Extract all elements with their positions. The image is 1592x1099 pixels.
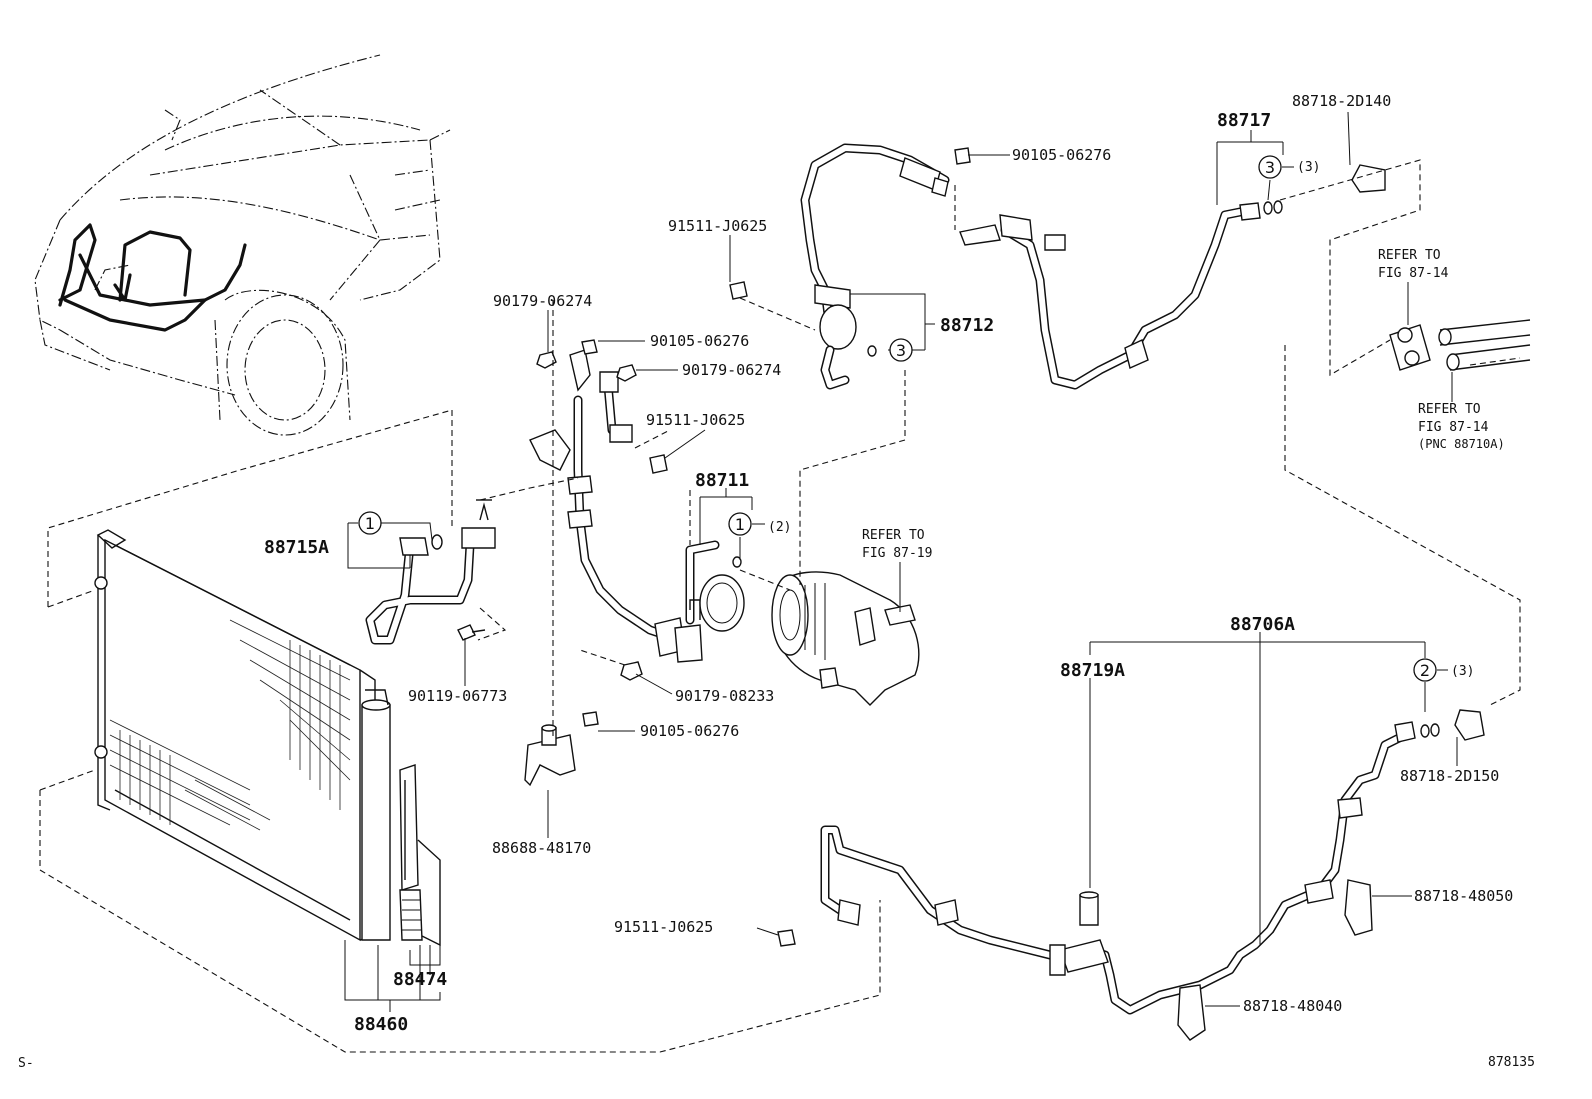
discharge-pipe-88715a [365,499,496,645]
condenser-core-hatching [109,619,351,831]
liquid-pipe-88706a [777,709,1485,1041]
callout-circle-3-right: 3 [1258,155,1282,179]
callout-circle-1-lower: 1 [728,512,752,536]
receiver-tank [361,704,391,941]
part-label-88688-48170[interactable]: 88688-48170 [492,839,591,857]
nut-icon [536,351,643,681]
part-label-90105-06276[interactable]: 90105-06276 [1012,146,1111,164]
part-label-88717[interactable]: 88717 [1217,110,1271,131]
part-label-90105-06276[interactable]: 90105-06276 [640,722,739,740]
part-label-91511-j0625[interactable]: 91511-J0625 [614,918,713,936]
svg-text:FIG 87-14: FIG 87-14 [1378,266,1449,281]
svg-text:1: 1 [735,515,745,534]
part-label-90179-06274[interactable]: 90179-06274 [493,292,592,310]
part-label-88718-48050[interactable]: 88718-48050 [1414,887,1513,905]
part-label-88718-2d140[interactable]: 88718-2D140 [1292,92,1391,110]
pipe-clamp [1344,879,1373,936]
suction-hose-88712 [729,143,971,390]
svg-text:(PNC 88710A): (PNC 88710A) [1418,437,1505,451]
suction-pipe-88717 [959,164,1386,390]
assembly-guide-lines [39,159,1521,1053]
svg-text:FIG 87-14: FIG 87-14 [1418,420,1489,435]
svg-text:FIG 87-19: FIG 87-19 [862,546,932,561]
part-label-90105-06276[interactable]: 90105-06276 [650,332,749,350]
part-label-90179-06274[interactable]: 90179-06274 [682,361,781,379]
part-label-90179-08233[interactable]: 90179-08233 [675,687,774,705]
bolt-icon [729,147,971,300]
quantity-label: (3) [1297,160,1320,175]
callout-circle-2: 2 [1413,658,1437,682]
bolt-icon [457,624,486,641]
part-label-91511-j0625[interactable]: 91511-J0625 [668,217,767,235]
part-label-88474[interactable]: 88474 [393,969,447,990]
valve-cap [1351,164,1386,193]
part-label-88712[interactable]: 88712 [940,315,994,336]
svg-text:REFER TO: REFER TO [1378,248,1441,263]
quantity-label: (2) [768,520,791,535]
vehicle-illustration [34,54,451,436]
part-label-91511-j0625[interactable]: 91511-J0625 [646,411,745,429]
svg-text:3: 3 [1265,158,1275,177]
dryer-filter [399,889,423,941]
part-label-88718-48040[interactable]: 88718-48040 [1243,997,1342,1015]
part-label-88460[interactable]: 88460 [354,1014,408,1035]
valve-cap [1454,709,1485,741]
callout-circle-3-center: 3 [889,338,913,362]
svg-text:REFER TO: REFER TO [862,528,925,543]
pipe-clamp [1177,984,1206,1041]
svg-text:2: 2 [1420,661,1430,680]
part-label-88711[interactable]: 88711 [695,470,749,491]
reference-note-fig-87-19[interactable]: REFER TO FIG 87-19 [862,528,932,561]
pressure-switch [1079,894,1099,926]
bracket-88688 [524,724,576,787]
figure-id: 878135 [1488,1055,1535,1070]
compressor [699,571,920,706]
bolt-icon [581,339,668,727]
discharge-hose-88711 [529,339,742,727]
condenser-assembly [94,529,441,947]
part-label-88718-2d150[interactable]: 88718-2D150 [1400,767,1499,785]
part-label-88715a[interactable]: 88715A [264,537,329,558]
expansion-valve-area [1389,319,1531,371]
svg-text:1: 1 [365,514,375,533]
bolt-icon [777,929,796,947]
callout-circle-1-upper: 1 [358,511,382,535]
reference-note-fig-87-14-upper[interactable]: REFER TO FIG 87-14 [1378,248,1449,281]
part-label-88719a[interactable]: 88719A [1060,660,1125,681]
part-label-88706a[interactable]: 88706A [1230,614,1295,635]
reference-note-fig-87-14-lower[interactable]: REFER TO FIG 87-14 (PNC 88710A) [1418,402,1505,451]
quantity-label: (3) [1451,664,1474,679]
svg-text:3: 3 [896,341,906,360]
corner-mark: S- [18,1056,34,1071]
part-label-90119-06773[interactable]: 90119-06773 [408,687,507,705]
svg-text:REFER TO: REFER TO [1418,402,1481,417]
